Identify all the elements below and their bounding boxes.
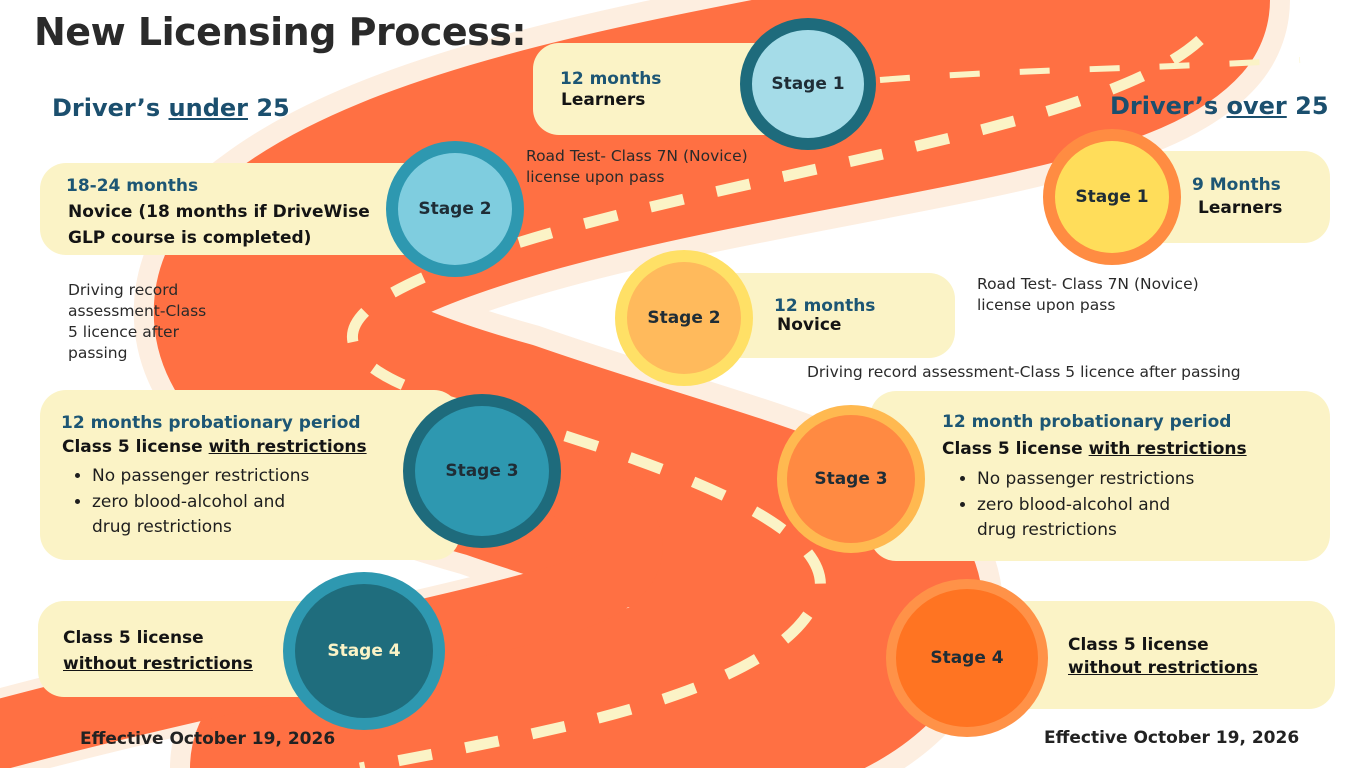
under-stage3-license-pre: Class 5 license bbox=[62, 437, 209, 457]
under-stage3-license: Class 5 license with restrictions bbox=[62, 437, 367, 457]
heading-under-word: under bbox=[168, 94, 248, 122]
under-stage3-license-underlined: with restrictions bbox=[208, 437, 367, 457]
under-stage3-duration: 12 months probationary period bbox=[61, 413, 361, 433]
heading-over-25: Driver’s over 25 bbox=[1110, 92, 1329, 120]
over-stage4-card: Class 5 license without restrictions bbox=[1000, 601, 1335, 709]
under-stage3-card: 12 months probationary period Class 5 li… bbox=[40, 390, 460, 560]
under-restriction-item: zero blood-alcohol and bbox=[92, 490, 309, 516]
over-stage4-circle: Stage 4 bbox=[886, 579, 1048, 737]
over-stage3-license-underlined: with restrictions bbox=[1088, 439, 1247, 459]
under-test2-note: Driving record assessment-Class 5 licenc… bbox=[68, 280, 206, 364]
over-stage4-line1: Class 5 license bbox=[1068, 635, 1209, 655]
under-stage4-card: Class 5 license without restrictions bbox=[38, 601, 328, 697]
under-test2-line1: Driving record bbox=[68, 281, 179, 299]
over-effective-date: Effective October 19, 2026 bbox=[1044, 728, 1300, 748]
over-stage1-license: Learners bbox=[1198, 198, 1283, 218]
over-stage4-line2: without restrictions bbox=[1068, 658, 1258, 678]
under-test2-line4: passing bbox=[68, 343, 128, 362]
over-stage1-circle: Stage 1 bbox=[1043, 129, 1181, 265]
road-lane-dashes-top bbox=[879, 57, 1301, 83]
page-title: New Licensing Process: bbox=[34, 10, 527, 54]
over-stage3-card: 12 month probationary period Class 5 lic… bbox=[870, 391, 1330, 561]
over-stage3-license-pre: Class 5 license bbox=[942, 439, 1089, 459]
heading-over-pre: Driver’s bbox=[1110, 92, 1227, 120]
over-test1-line2: license upon pass bbox=[977, 295, 1116, 314]
under-test1-note: Road Test- Class 7N (Novice) license upo… bbox=[526, 146, 748, 188]
over-stage2-circle: Stage 2 bbox=[615, 250, 753, 386]
under-stage4-circle: Stage 4 bbox=[283, 572, 445, 730]
over-stage3-restrictions: No passenger restrictions zero blood-alc… bbox=[947, 467, 1194, 544]
under-stage2-duration: 18-24 months bbox=[66, 176, 199, 196]
under-stage4-line1: Class 5 license bbox=[63, 628, 204, 648]
over-stage1-duration: 9 Months bbox=[1192, 175, 1281, 195]
under-stage4-line2: without restrictions bbox=[63, 654, 253, 674]
under-restriction-item: No passenger restrictions bbox=[92, 464, 309, 490]
over-stage4-text: Class 5 license without restrictions bbox=[1068, 634, 1258, 680]
under-stage1-license: Learners bbox=[561, 90, 646, 110]
road-lane-dashes bbox=[346, 35, 1204, 768]
heading-over-word: over bbox=[1226, 92, 1287, 120]
under-restriction-item-cont: drug restrictions bbox=[92, 517, 232, 537]
over-stage2-license: Novice bbox=[777, 315, 842, 335]
over-restriction-item: No passenger restrictions bbox=[977, 467, 1194, 493]
over-restriction-item-cont: drug restrictions bbox=[977, 520, 1117, 540]
over-test1-line1: Road Test- Class 7N (Novice) bbox=[977, 275, 1199, 293]
over-test1-note: Road Test- Class 7N (Novice) license upo… bbox=[977, 274, 1199, 316]
under-stage2-circle: Stage 2 bbox=[386, 141, 524, 277]
heading-under-post: 25 bbox=[247, 94, 290, 122]
under-stage2-license: Novice (18 months if DriveWise GLP cours… bbox=[68, 199, 370, 251]
over-test2-note: Driving record assessment-Class 5 licenc… bbox=[807, 363, 1241, 381]
heading-under-pre: Driver’s bbox=[52, 94, 169, 122]
under-effective-date: Effective October 19, 2026 bbox=[80, 729, 336, 749]
under-test1-line2: license upon pass bbox=[526, 167, 665, 186]
under-test2-line2: assessment-Class bbox=[68, 301, 207, 320]
under-stage4-text: Class 5 license without restrictions bbox=[63, 625, 253, 677]
under-stage1-circle: Stage 1 bbox=[740, 18, 876, 150]
under-stage3-restrictions: No passenger restrictions zero blood-alc… bbox=[62, 464, 309, 541]
under-stage2-license-line1: Novice (18 months if DriveWise bbox=[68, 202, 370, 222]
under-stage2-license-line2: GLP course is completed) bbox=[68, 228, 312, 248]
over-stage3-license: Class 5 license with restrictions bbox=[942, 439, 1247, 459]
under-stage2-card: 18-24 months Novice (18 months if DriveW… bbox=[40, 163, 440, 255]
over-stage3-duration: 12 month probationary period bbox=[942, 412, 1232, 432]
under-stage3-circle: Stage 3 bbox=[403, 394, 561, 548]
over-restriction-item: zero blood-alcohol and bbox=[977, 493, 1194, 519]
heading-under-25: Driver’s under 25 bbox=[52, 94, 290, 122]
heading-over-post: 25 bbox=[1286, 92, 1329, 120]
over-stage2-duration: 12 months bbox=[774, 296, 876, 316]
under-stage1-duration: 12 months bbox=[560, 69, 662, 89]
over-stage3-circle: Stage 3 bbox=[777, 405, 925, 553]
under-test1-line1: Road Test- Class 7N (Novice) bbox=[526, 147, 748, 165]
under-test2-line3: 5 licence after bbox=[68, 322, 179, 341]
